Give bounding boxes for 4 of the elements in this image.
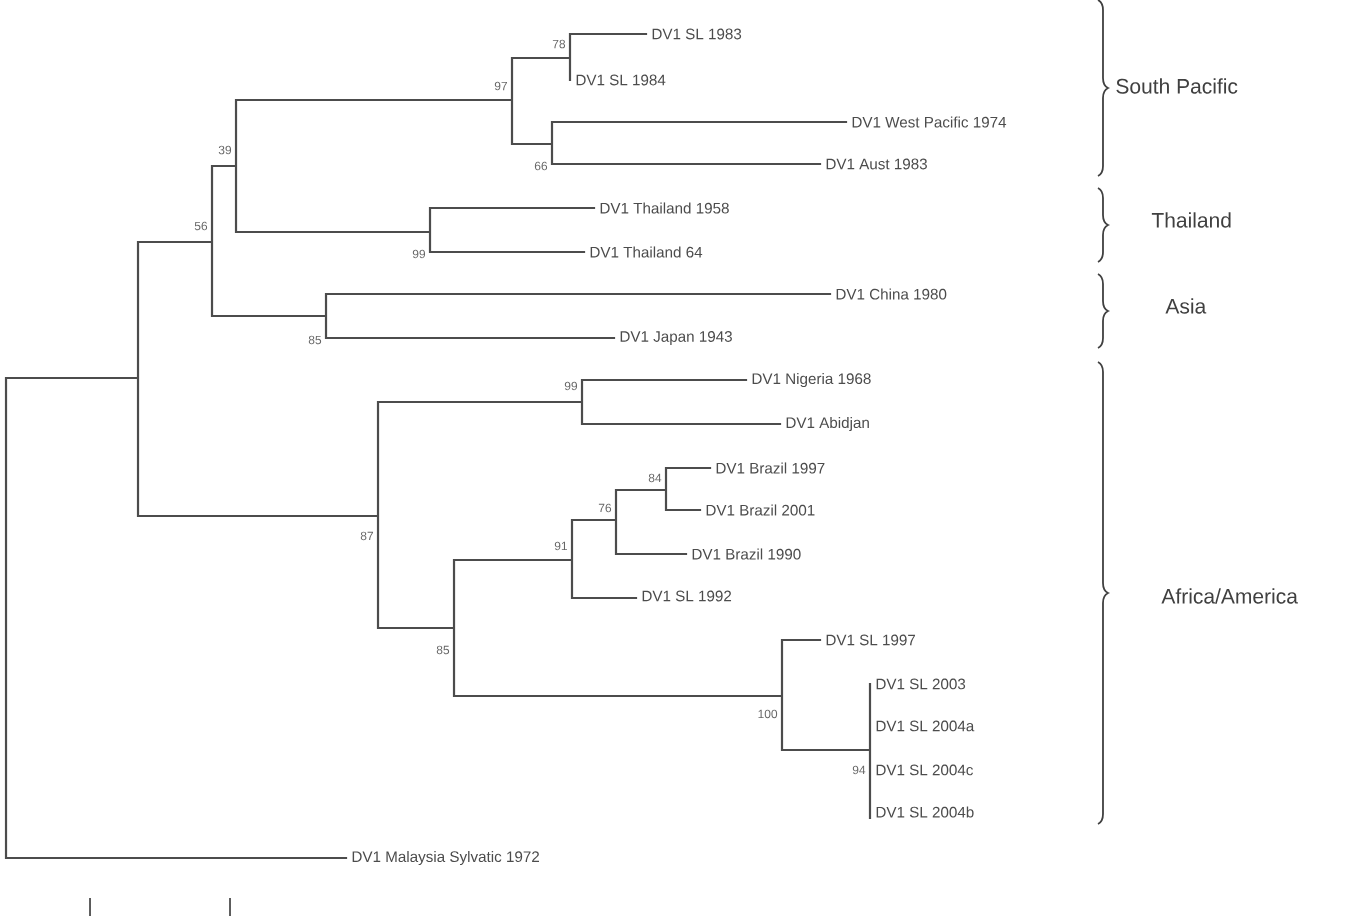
clade-label: Africa/America (1161, 588, 1298, 604)
clade-label: Thailand (1151, 212, 1231, 228)
clade-label: Asia (1165, 298, 1207, 314)
clade-label: South Pacific (1116, 78, 1238, 94)
